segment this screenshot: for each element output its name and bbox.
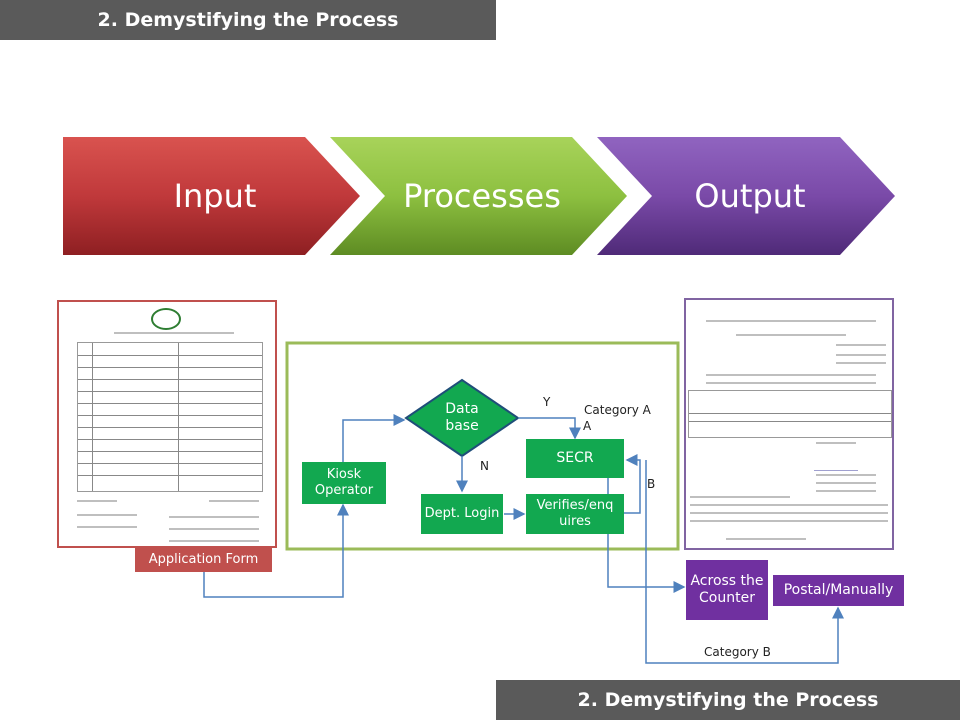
chevron-output-label: Output xyxy=(694,177,805,215)
processes-frame xyxy=(285,341,680,551)
slide-title-bottom: 2. Demystifying the Process xyxy=(496,680,960,720)
label-category-a: Category A xyxy=(584,403,651,417)
chevron-processes xyxy=(330,137,627,255)
verifies-box: Verifies/enq uires xyxy=(526,494,624,534)
postal-manually-box: Postal/Manually xyxy=(773,575,904,606)
label-b: B xyxy=(647,477,656,491)
secr-box: SECR xyxy=(526,439,624,478)
application-form-document xyxy=(57,300,277,548)
label-y: Y xyxy=(543,395,551,409)
dept-login-box: Dept. Login xyxy=(421,494,503,534)
chevron-output xyxy=(597,137,895,255)
certificate-document xyxy=(684,298,894,550)
label-category-b: Category B xyxy=(704,645,771,659)
label-a: A xyxy=(583,419,592,433)
kiosk-operator-box: Kiosk Operator xyxy=(302,462,386,504)
chevron-processes-label: Processes xyxy=(403,177,561,215)
label-n: N xyxy=(480,459,489,473)
chevron-input xyxy=(63,137,360,255)
chevron-input-label: Input xyxy=(174,177,257,215)
logo-icon xyxy=(151,308,181,330)
database-label: Data base xyxy=(445,401,479,434)
signature-icon xyxy=(814,450,858,471)
slide-title-top: 2. Demystifying the Process xyxy=(0,0,496,40)
application-form-label: Application Form xyxy=(135,548,272,572)
across-counter-box: Across the Counter xyxy=(686,560,768,620)
